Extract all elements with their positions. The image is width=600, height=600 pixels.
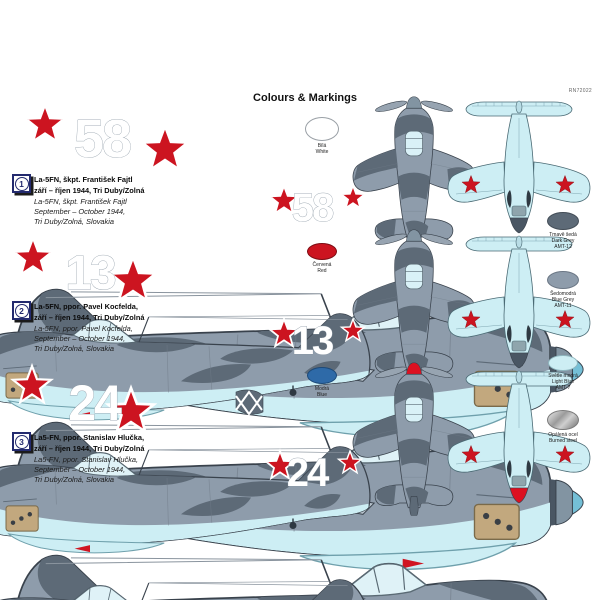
aircraft-number-small: 13 [292, 319, 333, 363]
section-3-place-en: Tri Duby/Zolná, Slovakia [34, 475, 114, 485]
color-swatch [548, 355, 578, 371]
section-number-badge: 3 [12, 432, 31, 451]
section-1-date-en: September – October 1944, [34, 207, 126, 217]
color-swatch [307, 243, 337, 260]
section-1-info: La-5FN, škpt. František Fajtl září – říj… [34, 174, 179, 227]
section-2-pilot-cz: La-5FN, ppor. Pavel Kocfelda, [34, 302, 138, 311]
section-2-date-cz: září – říjen 1944, Tri Duby/Zolná [34, 313, 145, 323]
color-swatch [547, 410, 579, 430]
sheet-code: RN72022 [568, 88, 592, 94]
section-1-date-cz: září – říjen 1944, Tri Duby/Zolná [34, 186, 145, 196]
top-view [353, 97, 475, 250]
section-number-badge: 1 [12, 174, 31, 193]
aircraft-number-large: 24 [68, 375, 122, 431]
cowl-marking [235, 389, 264, 415]
row-3-aircraft: 24 24 [0, 363, 591, 600]
color-swatch [305, 117, 339, 141]
section-3-pilot-en: La5-FN, ppor. Stanislav Hlučka, [34, 454, 139, 464]
aircraft-number-small: 58 [292, 186, 334, 230]
aircraft-number-small: 24 [287, 451, 330, 495]
row-2-aircraft: 13 13 [0, 230, 591, 570]
color-swatch [307, 367, 337, 384]
row-1-aircraft: 58 58 [0, 97, 591, 437]
red-star-icon [108, 255, 158, 302]
section-2-info: La-5FN, ppor. Pavel Kocfelda, září – říj… [34, 301, 179, 354]
section-3-pilot-cz: La5-FN, ppor. Stanislav Hlučka, [34, 433, 145, 442]
red-star-icon [24, 103, 66, 143]
section-2-pilot-en: La-5FN, ppor. Pavel Kocfelda, [34, 323, 133, 333]
section-3-info: La5-FN, ppor. Stanislav Hlučka, září – ř… [34, 432, 179, 485]
section-1-pilot-cz: La-5FN, škpt. František Fajtl [34, 175, 133, 184]
page-title: Colours & Markings [253, 92, 357, 104]
red-star-icon [140, 124, 190, 171]
cowl-marking-x [235, 390, 263, 416]
section-2-place-en: Tri Duby/Zolná, Slovakia [34, 344, 114, 354]
color-swatch [547, 271, 579, 289]
red-star-icon [12, 236, 54, 276]
section-number-badge: 2 [12, 301, 31, 320]
section-1-pilot-en: La-5FN, škpt. František Fajtl [34, 196, 127, 206]
aircraft-number-large: 13 [65, 247, 115, 300]
aircraft-number-large: 58 [74, 109, 131, 169]
section-2-date-en: September – October 1944, [34, 334, 126, 344]
section-3-date-cz: září – říjen 1944, Tri Duby/Zolná [34, 444, 145, 454]
section-1-place-en: Tri Duby/Zolná, Slovakia [34, 217, 114, 227]
section-3-date-en: September – October 1944, [34, 465, 126, 475]
color-swatch [547, 212, 579, 230]
